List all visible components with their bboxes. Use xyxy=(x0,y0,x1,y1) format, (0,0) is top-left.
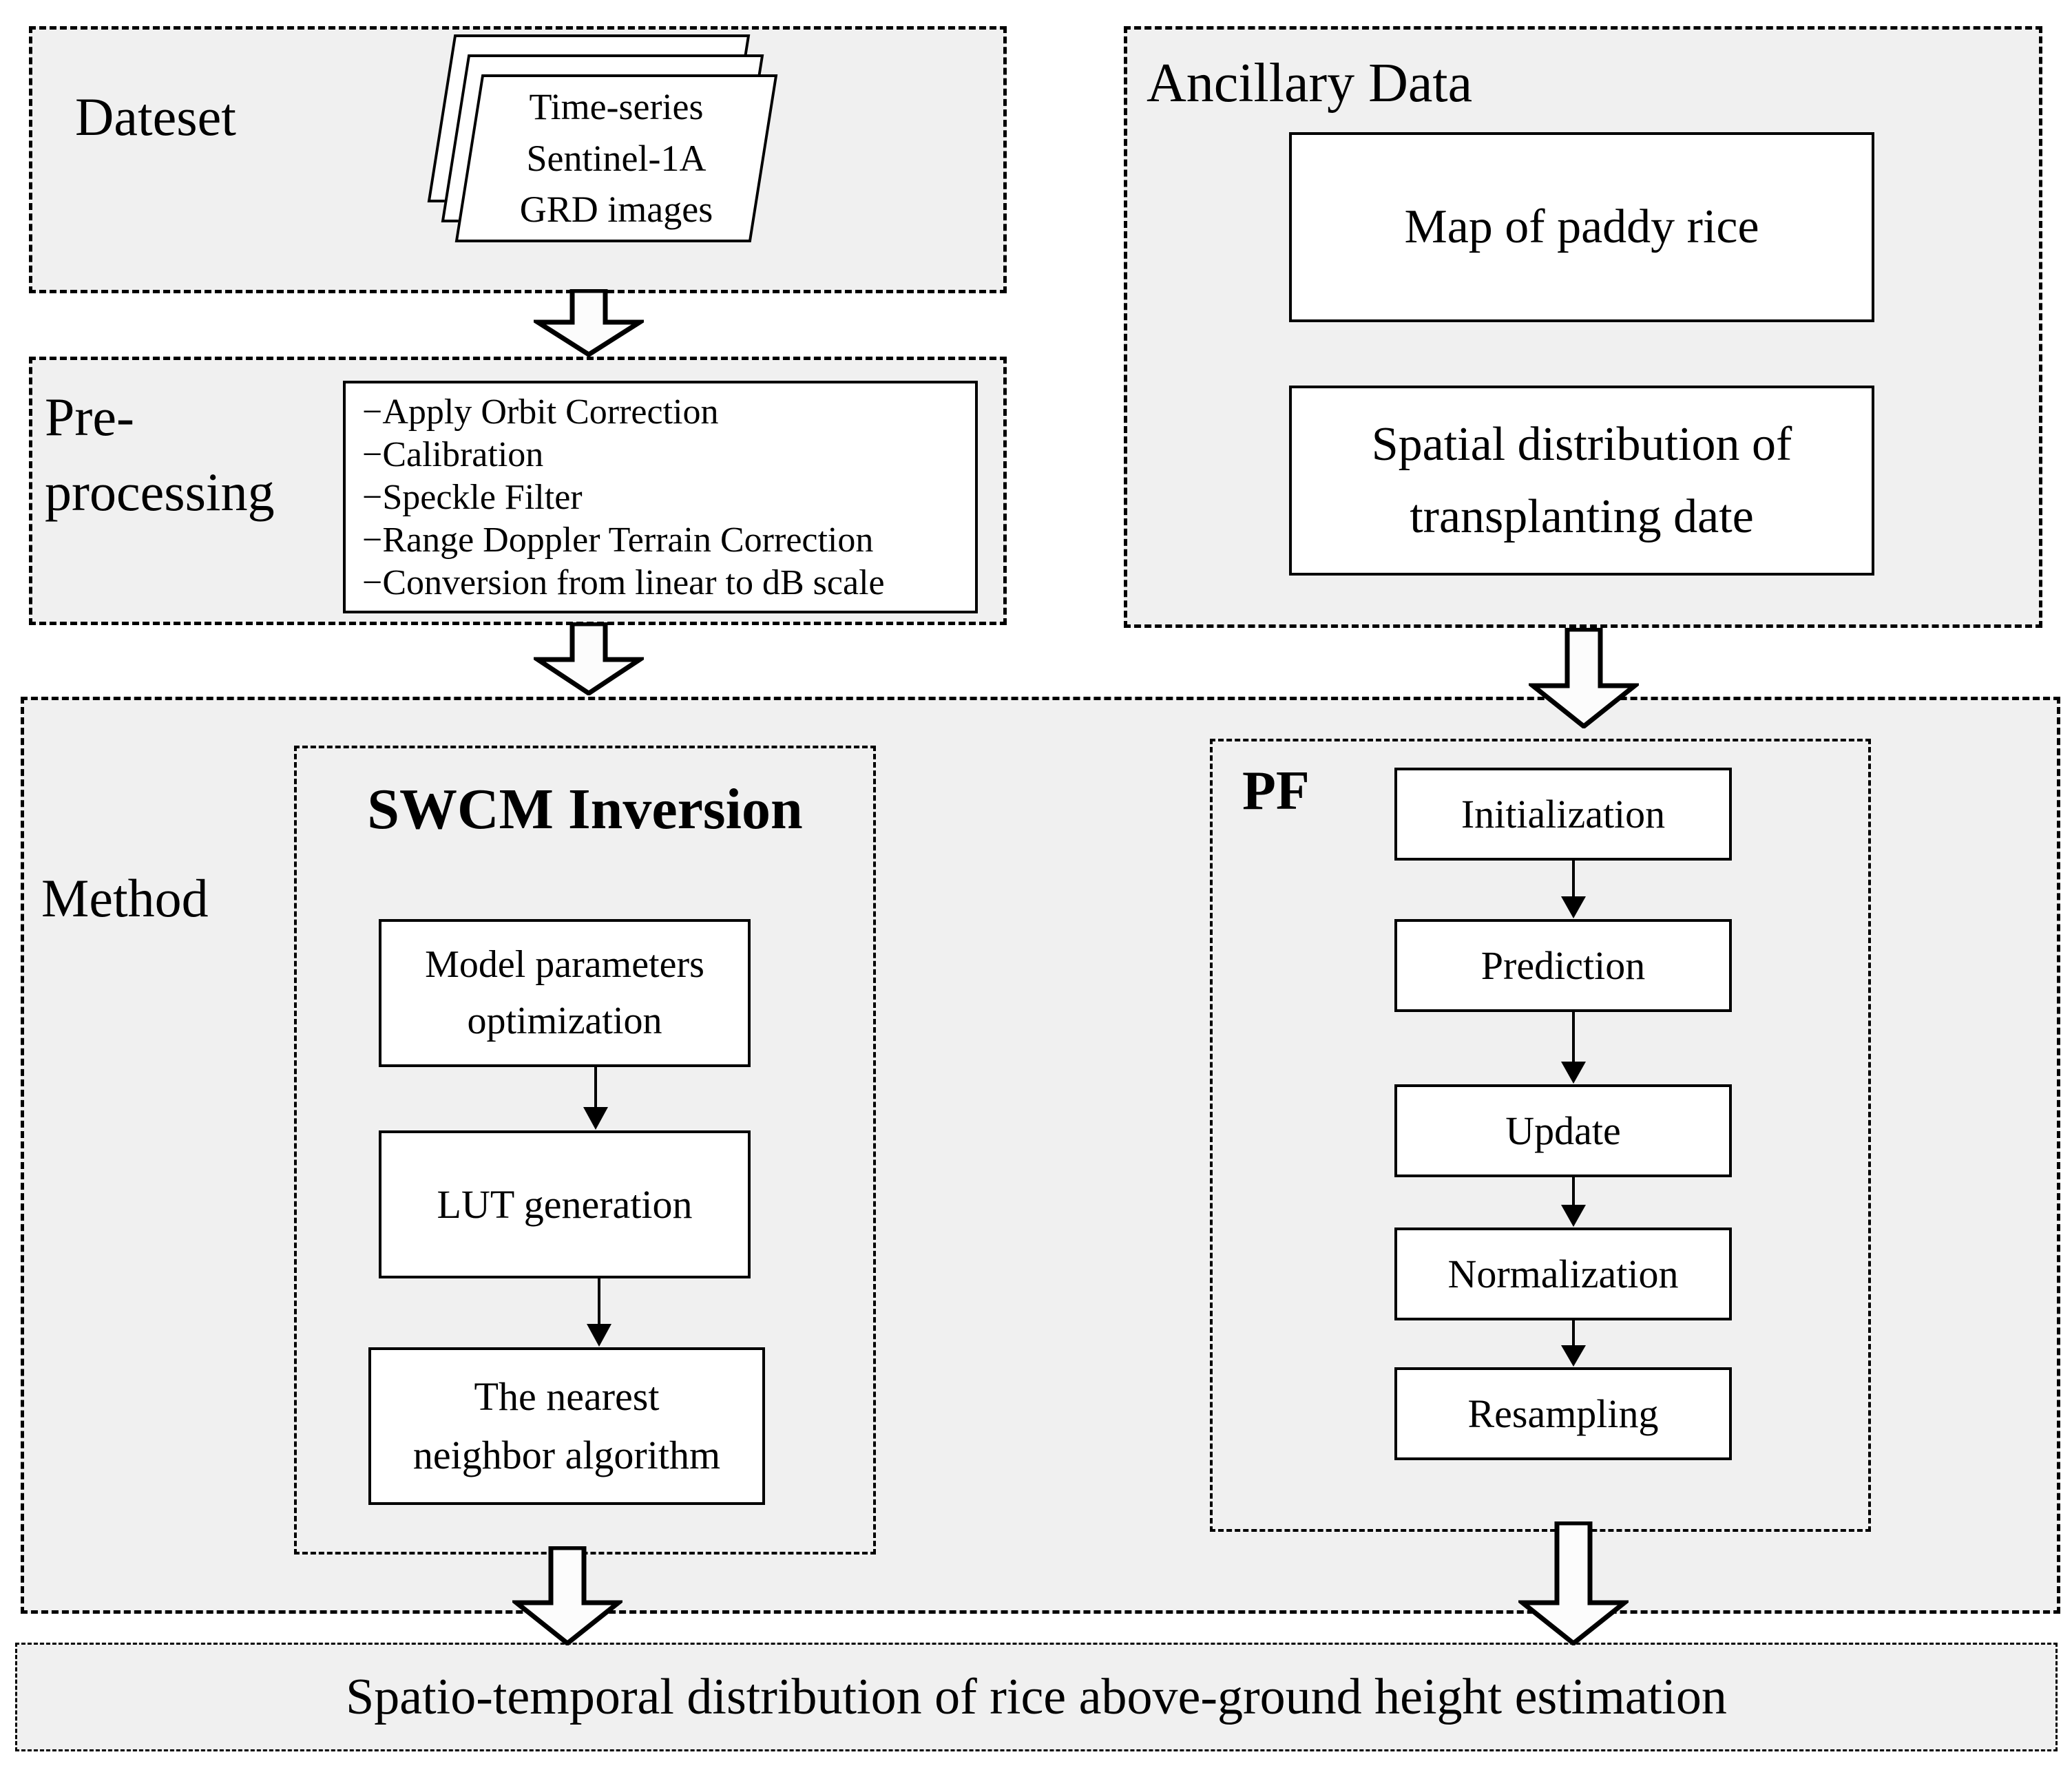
nearest-neighbor-algorithm-label: The nearest neighbor algorithm xyxy=(412,1374,721,1477)
down-arrow-icon-pf-to-output xyxy=(1518,1521,1629,1645)
preprocessing-step: −Range Doppler Terrain Correction xyxy=(362,520,874,560)
swcm-inversion-title: SWCM Inversion xyxy=(367,777,803,841)
pf-normalization-box: Normalization xyxy=(1394,1228,1732,1320)
lut-generation-label: LUT generation xyxy=(437,1182,693,1227)
pf-update-box: Update xyxy=(1394,1084,1732,1177)
down-arrow-icon-swcm-to-output xyxy=(512,1546,622,1645)
pf-update-label: Update xyxy=(1505,1108,1621,1153)
down-arrow-icon-ancillary-to-method xyxy=(1529,628,1639,728)
model-parameters-optimization-label: Model parameters optimization xyxy=(425,943,704,1042)
preprocessing-panel: Pre-processing −Apply Orbit Correction −… xyxy=(29,357,1007,625)
preprocessing-step: −Conversion from linear to dB scale xyxy=(362,562,885,602)
pf-resampling-box: Resampling xyxy=(1394,1367,1732,1460)
map-of-paddy-rice-label: Map of paddy rice xyxy=(1404,200,1759,253)
pf-resampling-label: Resampling xyxy=(1467,1391,1659,1436)
output-label: Spatio-temporal distribution of rice abo… xyxy=(346,1668,1727,1725)
down-arrow-icon-preprocessing-to-method xyxy=(534,622,644,695)
output-box: Spatio-temporal distribution of rice abo… xyxy=(15,1643,2058,1751)
thin-down-arrow-icon-lut-to-nearest-neighbor xyxy=(584,1278,614,1347)
dataset-label: Dateset xyxy=(75,87,236,147)
pf-prediction-label: Prediction xyxy=(1480,943,1646,988)
preprocessing-label: Pre-processing xyxy=(45,387,275,523)
pf-normalization-label: Normalization xyxy=(1447,1252,1679,1296)
document-stack-text: Time-series Sentinel-1A GRD images xyxy=(471,77,762,240)
thin-down-arrow-icon-prediction-to-update xyxy=(1558,1012,1589,1084)
preprocessing-steps-box: −Apply Orbit Correction −Calibration −Sp… xyxy=(343,381,978,613)
preprocessing-step: −Calibration xyxy=(362,434,544,474)
pf-title: PF xyxy=(1242,761,1310,821)
thin-down-arrow-icon-initialization-to-prediction xyxy=(1558,861,1589,919)
pf-initialization-box: Initialization xyxy=(1394,768,1732,861)
document-stack-line-2: Sentinel-1A xyxy=(526,137,707,179)
document-stack-line-3: GRD images xyxy=(519,189,713,231)
pf-panel: PF xyxy=(1210,739,1871,1532)
lut-generation-box: LUT generation xyxy=(379,1130,751,1278)
ancillary-title: Ancillary Data xyxy=(1147,53,1473,114)
nearest-neighbor-algorithm-box: The nearest neighbor algorithm xyxy=(368,1347,765,1505)
spatial-distribution-box: Spatial distribution of transplanting da… xyxy=(1289,386,1874,576)
map-of-paddy-rice-box: Map of paddy rice xyxy=(1289,132,1874,322)
model-parameters-optimization-box: Model parameters optimization xyxy=(379,919,751,1067)
pf-initialization-label: Initialization xyxy=(1461,792,1666,836)
method-panel: Method SWCM Inversion Model parameters o… xyxy=(21,697,2060,1614)
document-stack-line-1: Time-series xyxy=(529,86,704,128)
document-stack-page-front: Time-series Sentinel-1A GRD images xyxy=(454,74,778,242)
spatial-distribution-label: Spatial distribution of transplanting da… xyxy=(1371,418,1792,543)
pf-prediction-box: Prediction xyxy=(1394,919,1732,1012)
down-arrow-icon-dataset-to-preprocessing xyxy=(534,289,644,357)
preprocessing-step: −Speckle Filter xyxy=(362,477,583,517)
method-label: Method xyxy=(41,868,209,928)
thin-down-arrow-icon-normalization-to-resampling xyxy=(1558,1320,1589,1367)
preprocessing-step: −Apply Orbit Correction xyxy=(362,392,719,432)
thin-down-arrow-icon-model-to-lut xyxy=(580,1067,611,1130)
thin-down-arrow-icon-update-to-normalization xyxy=(1558,1177,1589,1228)
